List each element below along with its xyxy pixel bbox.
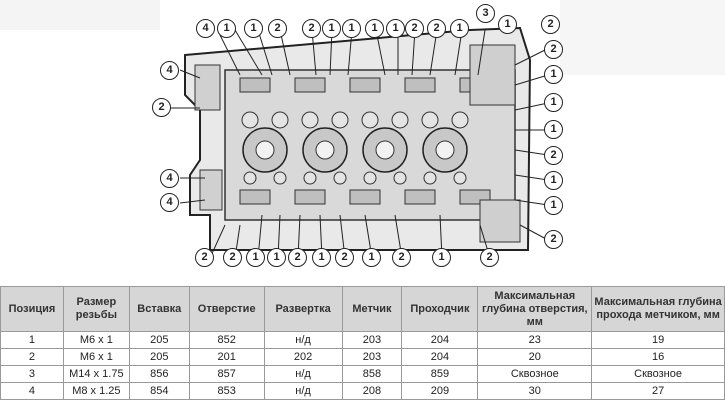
callout-2: 2 [480,248,499,267]
cell-gauge: 204 [401,348,479,366]
table-row: 1 M6 x 1 205 852 н/д 203 204 23 19 [0,331,725,349]
cell-position: 4 [0,382,64,400]
callout-2: 2 [541,15,560,34]
cell-position: 2 [0,348,64,366]
cell-reamer: н/д [263,382,343,400]
cell-gauge: 859 [401,365,479,383]
header-insert: Вставка [128,286,190,332]
cell-thread-size: M8 x 1.25 [62,382,130,400]
callout-2: 2 [544,40,563,59]
callout-2: 2 [302,19,321,38]
cell-thread-size: M6 x 1 [62,348,130,366]
cell-tap: 858 [341,365,403,383]
header-position: Позиция [0,286,64,332]
callout-4: 4 [196,19,215,38]
callout-2: 2 [427,19,446,38]
thread-repair-table: Позиция Размер резьбы Вставка Отверстие … [0,286,725,400]
cell-gauge: 204 [401,331,479,349]
cylinder-head-diagram: 4 1 1 2 2 1 1 1 1 2 2 1 3 1 4 2 4 4 2 2 … [0,0,563,267]
cell-insert: 856 [128,365,190,383]
cell-max-tap-depth: Сквозное [591,365,725,383]
cell-drill: 201 [188,348,265,366]
callout-1: 1 [450,19,469,38]
callout-1: 1 [544,120,563,139]
callout-2: 2 [288,248,307,267]
callout-1: 1 [362,248,381,267]
cell-thread-size: M14 x 1.75 [62,365,130,383]
callout-1: 1 [544,65,563,84]
cell-max-hole-depth: Сквозное [477,365,593,383]
header-max-hole-depth: Максимальная глубина отверстия, мм [477,286,593,332]
header-tap: Метчик [341,286,403,332]
cylinder-head-drawing [0,0,549,259]
callout-4: 4 [160,169,179,188]
cell-max-tap-depth: 27 [591,382,725,400]
cell-drill: 853 [188,382,265,400]
cell-reamer: н/д [263,331,343,349]
header-thread-size: Размер резьбы [62,286,130,332]
cell-max-hole-depth: 23 [477,331,593,349]
cell-reamer: н/д [263,365,343,383]
callout-1: 1 [544,196,563,215]
callout-1: 1 [217,19,236,38]
cell-drill: 857 [188,365,265,383]
cell-max-tap-depth: 19 [591,331,725,349]
header-drill: Отверстие [188,286,265,332]
callout-2: 2 [405,19,424,38]
cell-tap: 203 [341,331,403,349]
callout-1: 1 [312,248,331,267]
callout-2: 2 [268,19,287,38]
callout-2: 2 [223,248,242,267]
callout-1: 1 [244,19,263,38]
callout-1: 1 [544,93,563,112]
cell-max-tap-depth: 16 [591,348,725,366]
cell-max-hole-depth: 20 [477,348,593,366]
callout-1: 1 [365,19,384,38]
callout-1: 1 [544,171,563,190]
cell-insert: 205 [128,348,190,366]
cell-position: 3 [0,365,64,383]
cell-drill: 852 [188,331,265,349]
cell-tap: 208 [341,382,403,400]
cell-tap: 203 [341,348,403,366]
callout-2: 2 [544,146,563,165]
cell-position: 1 [0,331,64,349]
cell-max-hole-depth: 30 [477,382,593,400]
callout-1: 1 [322,19,341,38]
header-reamer: Развертка [263,286,343,332]
cell-reamer: 202 [263,348,343,366]
cell-insert: 854 [128,382,190,400]
callout-1: 1 [246,248,265,267]
callout-2: 2 [544,230,563,249]
callout-1: 1 [342,19,361,38]
callout-2: 2 [335,248,354,267]
table-row: 2 M6 x 1 205 201 202 203 204 20 16 [0,348,725,366]
header-gauge: Проходчик [401,286,479,332]
callout-3: 3 [476,4,495,23]
callout-4: 4 [160,61,179,80]
callout-4: 4 [160,193,179,212]
callout-1: 1 [498,15,517,34]
table-row: 3 M14 x 1.75 856 857 н/д 858 859 Сквозно… [0,365,725,383]
callout-1: 1 [267,248,286,267]
cell-gauge: 209 [401,382,479,400]
callout-1: 1 [432,248,451,267]
callout-2: 2 [392,248,411,267]
callout-1: 1 [386,19,405,38]
callout-2: 2 [195,248,214,267]
header-max-tap-depth: Максимальная глубина прохода метчиком, м… [591,286,725,332]
cell-insert: 205 [128,331,190,349]
callout-2: 2 [152,98,171,117]
cell-thread-size: M6 x 1 [62,331,130,349]
table-header-row: Позиция Размер резьбы Вставка Отверстие … [0,286,725,332]
table-row: 4 M8 x 1.25 854 853 н/д 208 209 30 27 [0,382,725,400]
